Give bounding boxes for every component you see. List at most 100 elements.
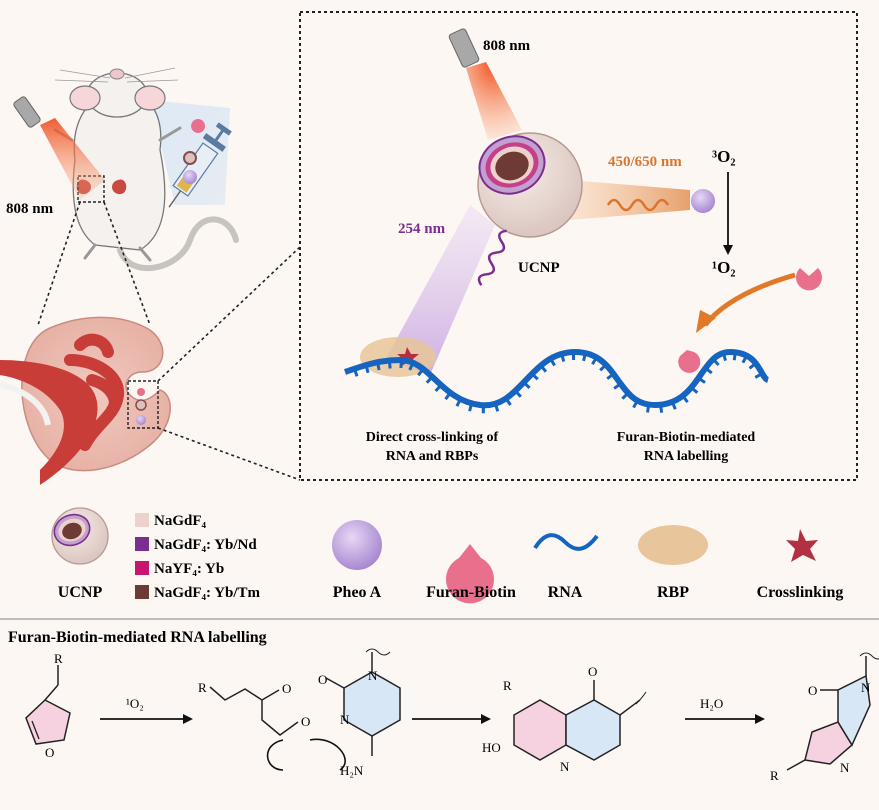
hydroxy-r-label: R (503, 678, 512, 693)
labelling-arrow (705, 275, 795, 325)
hydroxy-n-label: N (560, 759, 570, 774)
hydroxy-intermediate: O R HO N (482, 664, 646, 774)
hydroxy-o-label: O (588, 664, 597, 679)
hydroxy-ho-label: HO (482, 740, 501, 755)
reagent-2-label: H₂O (700, 696, 723, 711)
rna-tick (723, 353, 725, 361)
mouse-ear-right (135, 86, 165, 110)
cytidine-n1-label: N (368, 668, 378, 683)
rna-tick (713, 359, 718, 365)
panel-rna (345, 352, 768, 405)
zoom-line-lower (158, 428, 300, 480)
legend: UCNP NaGdF₄ NaGdF₄: Yb/Nd NaYF₄: Yb NaGd… (50, 508, 843, 603)
rna-tick (691, 388, 697, 393)
legend-pheo-label: Pheo A (333, 584, 382, 601)
panel-wavelength-label: 808 nm (483, 38, 531, 54)
legend-layer-swatch-2 (135, 537, 149, 551)
zoom-line-left (38, 202, 80, 325)
rna-tick (705, 368, 711, 373)
visible-emission-label: 450/650 nm (608, 154, 682, 170)
legend-crosslink-icon (786, 529, 818, 562)
scheme-title: Furan-Biotin-mediated RNA labelling (8, 629, 267, 646)
rna-tick (607, 374, 613, 379)
ucnp-label: UCNP (518, 260, 560, 276)
syringe-ucnp-particle (184, 152, 196, 164)
rna-tick (734, 352, 735, 360)
legend-layer-label-3: NaYF₄: Yb (154, 561, 224, 577)
reaction-arrow-2-head (481, 714, 491, 724)
rna-tick (427, 377, 432, 383)
legend-rbp-icon (638, 525, 708, 565)
legend-layer-label-2: NaGdF₄: Yb/Nd (154, 537, 257, 553)
legend-pheo-icon (332, 520, 382, 570)
mouse-ear-left (70, 86, 100, 110)
uv-emission-label: 254 nm (398, 221, 446, 237)
mouse-wavelength-label: 808 nm (6, 201, 54, 217)
syringe-furan-particle (191, 119, 205, 133)
caption-left-line2: RNA and RBPs (386, 449, 479, 464)
dicarbonyl-intermediate: R O O (198, 680, 345, 770)
mouse-laser-head (13, 96, 42, 129)
rna-tick (683, 396, 688, 402)
legend-crosslink-label: Crosslinking (757, 584, 844, 601)
intermediate-o-label-1: O (282, 681, 291, 696)
cytidine-n3-label: N (340, 712, 350, 727)
imidazopyrimidine-product: O N R N (770, 653, 879, 783)
legend-layer-label-4: NaGdF₄: Yb/Tm (154, 585, 261, 601)
reaction-scheme: R O ¹O₂ R O O O N N H₂N (26, 649, 879, 783)
legend-rna-label: RNA (548, 584, 583, 601)
cytidine-nh2-label: H₂N (340, 763, 364, 778)
legend-ucnp-icon (50, 508, 108, 564)
caption-left-line1: Direct cross-linking of (366, 430, 499, 445)
rna-tick (614, 384, 620, 389)
rna-tick (541, 366, 546, 372)
cytidine-o-label: O (318, 672, 327, 687)
intermediate-r-label: R (198, 680, 207, 695)
rna-tick (622, 393, 628, 399)
kidney-ucnp-particle (136, 400, 146, 410)
rna-tick (584, 353, 586, 361)
zoom-panel-border (300, 12, 857, 480)
syringe-pheo-particle (183, 170, 197, 184)
kidney-pheo-particle (136, 415, 146, 425)
rna-tick (661, 405, 662, 413)
legend-layer-swatch-4 (135, 585, 149, 599)
legend-layer-label-1: NaGdF₄ (154, 513, 207, 529)
rna-tick (562, 354, 564, 362)
product-n2-label: N (840, 760, 850, 775)
legend-rna-icon (535, 535, 597, 549)
oxygen-arrowhead (723, 245, 733, 255)
rna-tick (750, 363, 756, 368)
rna-tick (470, 403, 472, 411)
legend-rbp-label: RBP (657, 584, 689, 601)
reagent-1-label: ¹O₂ (126, 696, 144, 711)
rna-tick (600, 365, 606, 371)
reaction-arrow-1-head (183, 714, 193, 724)
rna-tick (515, 391, 520, 397)
rna-tick (532, 374, 538, 380)
product-r-label: R (770, 768, 779, 783)
rna-tick (524, 382, 530, 388)
rna-tick (698, 378, 705, 383)
product-o-label: O (808, 683, 817, 698)
legend-ucnp-label: UCNP (58, 584, 103, 601)
rna-tick (389, 360, 390, 368)
legend-furan-label: Furan-Biotin (426, 584, 516, 601)
rna-tick (366, 365, 368, 373)
rna-furan-biotin (678, 350, 700, 373)
product-n-label: N (861, 680, 871, 695)
rna-tick (378, 362, 380, 370)
furan-r-label: R (54, 651, 63, 666)
panel-furan-biotin (796, 268, 822, 290)
kidney (0, 317, 170, 485)
furan-o-label: O (45, 745, 54, 760)
kidney-furan-particle (137, 388, 145, 396)
mouse-nose (110, 69, 124, 79)
intermediate-o-label-2: O (301, 714, 310, 729)
visible-beam (570, 180, 690, 220)
reaction-arrow-3-head (755, 714, 765, 724)
cytidine-molecule: O N N H₂N (318, 649, 400, 778)
legend-layer-swatch-3 (135, 561, 149, 575)
